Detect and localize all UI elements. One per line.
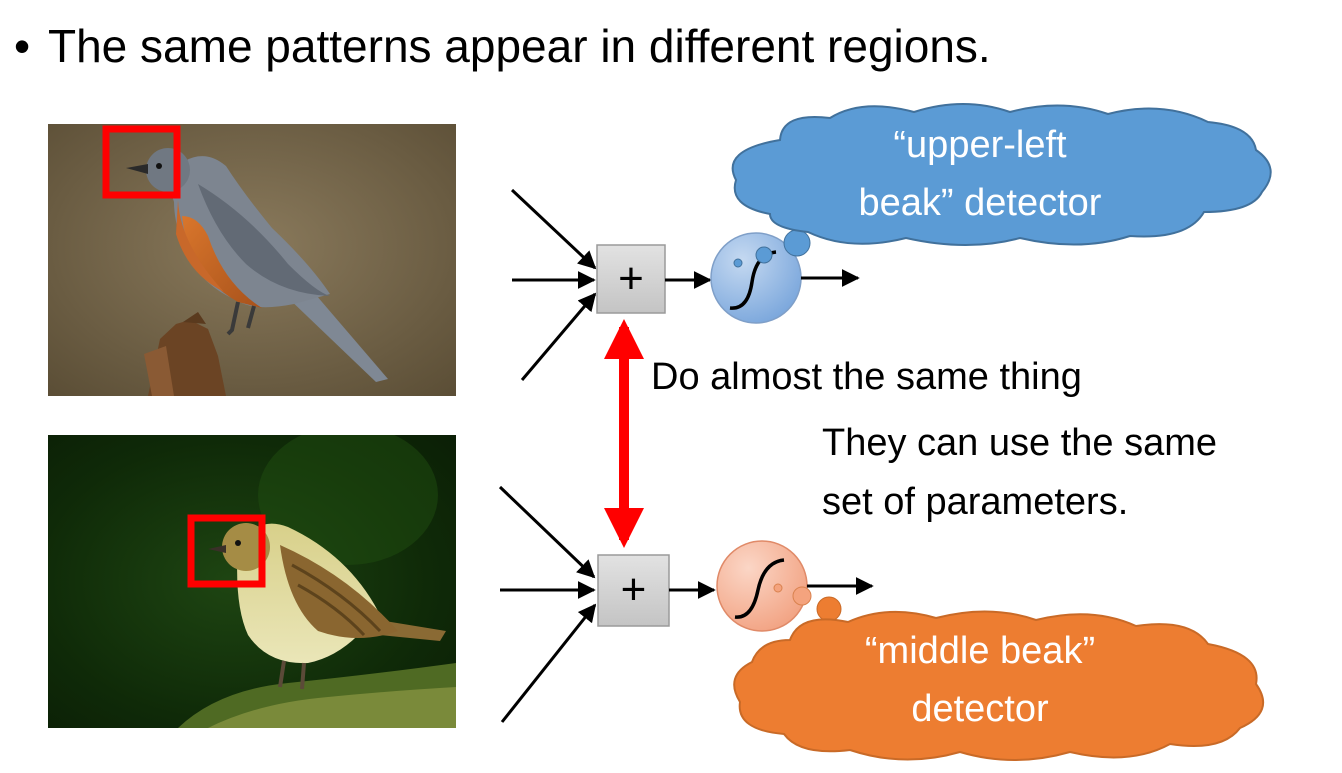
top-bird-photo (48, 124, 456, 396)
bottom-cloud-shape (733, 610, 1265, 761)
top-beak-highlight-box (102, 125, 181, 199)
top-cloud-line-1: “upper-left (893, 124, 1067, 166)
top-sum-node (596, 244, 666, 314)
same-thing-annotation: Do almost the same thing (651, 356, 1082, 398)
bottom-bird-photo (48, 435, 456, 728)
bottom-thought-bubble-small (773, 583, 783, 593)
bottom-beak-highlight-box (187, 514, 266, 588)
top-cloud-shape (731, 103, 1272, 246)
bullet-line: • The same patterns appear in different r… (14, 6, 991, 86)
shared-params-line-2: set of parameters. (822, 481, 1129, 523)
bottom-input-arrow-1 (498, 485, 596, 579)
bottom-thought-bubble-medium (792, 586, 812, 606)
top-thought-bubble-small (733, 258, 743, 268)
top-cloud-line-2: beak” detector (858, 182, 1102, 224)
top-input-arrow-3 (520, 292, 597, 381)
bottom-cloud-line-2: detector (911, 688, 1049, 730)
bottom-sum-node (597, 554, 670, 627)
bottom-cloud-label: “middle beak” detector (790, 622, 1170, 738)
bullet-text: The same patterns appear in different re… (48, 20, 991, 72)
bottom-input-arrow-3 (500, 603, 597, 723)
top-thought-bubble-large (783, 229, 811, 257)
shared-params-line-1: They can use the same (822, 422, 1217, 464)
top-cloud-label: “upper-left beak” detector (790, 116, 1170, 232)
top-thought-bubble-medium (755, 246, 773, 264)
bullet-icon: • (14, 20, 31, 72)
bottom-activation-neuron (716, 540, 808, 632)
bottom-thought-bubble-large (816, 596, 842, 622)
bottom-sigmoid-icon (734, 558, 785, 619)
top-input-arrow-1 (510, 188, 597, 270)
bottom-sum-symbol: + (620, 565, 647, 614)
bottom-cloud-line-1: “middle beak” (864, 630, 1096, 672)
top-sum-symbol: + (618, 254, 644, 303)
